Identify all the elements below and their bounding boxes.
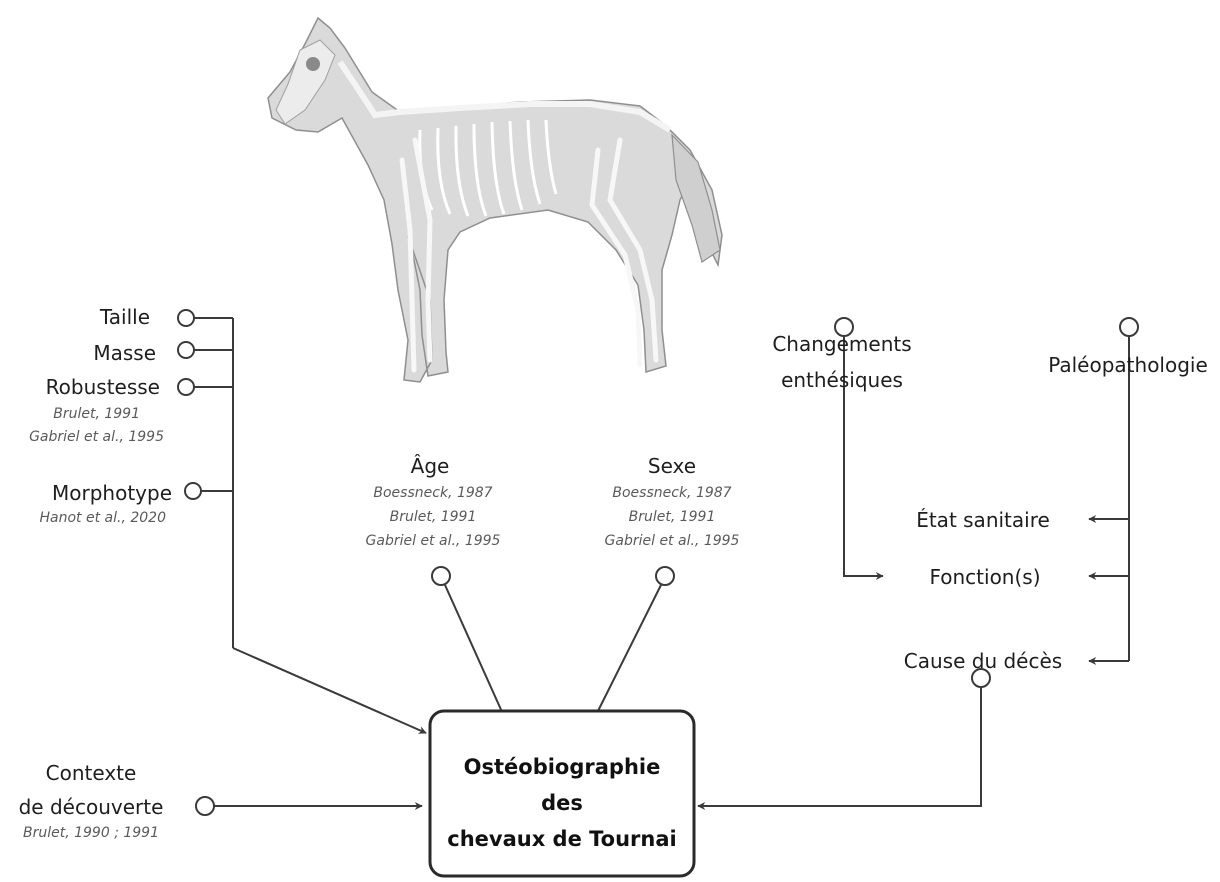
age-node	[432, 567, 450, 585]
age-ref-3: Gabriel et al., 1995	[366, 533, 501, 549]
taille-node	[178, 310, 194, 326]
robustesse-ref-1: Brulet, 1991	[53, 406, 140, 422]
morphotype-label: Morphotype	[52, 481, 172, 505]
left-to-center-arrow	[233, 648, 426, 733]
changements-label-line-1: Changements	[772, 332, 911, 356]
morphotype-node	[185, 483, 201, 499]
age-ref-2: Brulet, 1991	[390, 509, 477, 525]
contexte-ref-1: Brulet, 1990 ; 1991	[23, 825, 159, 841]
masse-node	[178, 342, 194, 358]
robustesse-label: Robustesse	[46, 375, 160, 399]
center-title-line-1: Ostéobiographie	[464, 755, 661, 779]
cause-deces-label: Cause du décès	[904, 649, 1062, 673]
morphotype-ref-1: Hanot et al., 2020	[40, 510, 167, 526]
age-arrow	[445, 585, 507, 723]
sexe-ref-3: Gabriel et al., 1995	[605, 533, 740, 549]
paleopathologie-node	[1120, 318, 1138, 336]
right-to-center-arrow	[698, 687, 981, 806]
taille-label: Taille	[99, 305, 150, 329]
sexe-label: Sexe	[648, 454, 696, 478]
changements-label-line-2: enthésiques	[781, 368, 903, 392]
robustesse-ref-2: Gabriel et al., 1995	[29, 429, 164, 445]
fonctions-label: Fonction(s)	[929, 565, 1040, 589]
sexe-node	[656, 567, 674, 585]
age-ref-1: Boessneck, 1987	[373, 485, 492, 501]
horse-eye	[306, 57, 320, 71]
sexe-ref-2: Brulet, 1991	[629, 509, 716, 525]
sexe-arrow	[592, 585, 661, 723]
masse-label: Masse	[93, 341, 156, 365]
robustesse-node	[178, 379, 194, 395]
center-title-line-2: des	[541, 791, 583, 815]
contexte-label-line-2: de découverte	[19, 795, 164, 819]
age-label: Âge	[411, 454, 450, 478]
etat-sanitaire-label: État sanitaire	[916, 508, 1050, 532]
contexte-label-line-1: Contexte	[46, 761, 137, 785]
center-title-line-3: chevaux de Tournai	[447, 827, 676, 851]
horse-skeleton-illustration	[268, 18, 722, 382]
paleopathologie-label: Paléopathologie	[1048, 353, 1208, 377]
contexte-node	[196, 797, 214, 815]
sexe-ref-1: Boessneck, 1987	[612, 485, 731, 501]
